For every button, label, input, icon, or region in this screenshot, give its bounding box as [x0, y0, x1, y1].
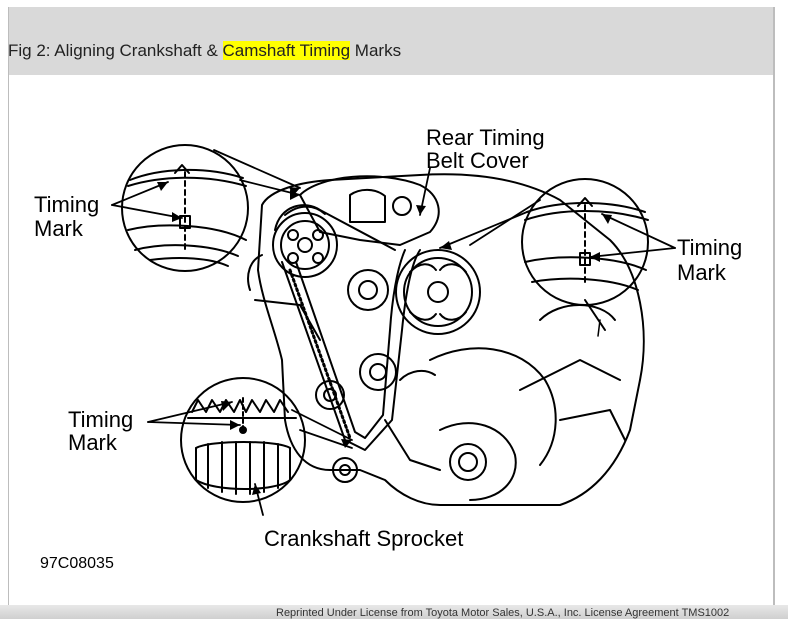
license-footer: Reprinted Under License from Toyota Moto…	[276, 607, 730, 619]
footer-bar	[0, 605, 788, 619]
timing-belt	[274, 204, 421, 451]
left-cam-detail-circle	[121, 144, 249, 272]
caption-suffix: Marks	[350, 41, 402, 60]
crank-timing-mark-label-line1: Timing	[68, 407, 133, 432]
rear-timing-belt-cover	[299, 175, 440, 246]
figure-caption: Fig 2: Aligning Crankshaft & Camshaft Ti…	[8, 41, 401, 61]
engine-block	[247, 173, 645, 506]
left-timing-mark-label-line2: Mark	[34, 216, 84, 241]
right-cam-detail-circle	[521, 178, 649, 306]
left-timing-mark-label-line1: Timing	[34, 192, 99, 217]
rear-timing-belt-cover-label-line1: Rear Timing	[426, 125, 545, 150]
caption-bar	[8, 7, 774, 75]
belt-tensioner-pulley	[315, 269, 397, 410]
leader-arrowheads	[157, 182, 612, 495]
figure-code: 97C08035	[40, 555, 114, 572]
content-border-left	[8, 7, 9, 619]
caption-prefix: Fig 2: Aligning Crankshaft &	[8, 41, 223, 60]
caption-highlight: Camshaft Timing	[222, 41, 351, 60]
right-camshaft-sprocket	[395, 249, 481, 335]
rear-timing-belt-cover-label-line2: Belt Cover	[426, 148, 529, 173]
right-timing-mark-label-line2: Mark	[677, 260, 727, 285]
engine-crank-sprocket	[332, 457, 358, 483]
crank-timing-mark-label-line2: Mark	[68, 430, 118, 455]
right-timing-mark-label-line1: Timing	[677, 235, 742, 260]
left-camshaft-sprocket	[272, 212, 338, 278]
crank-detail-circle	[180, 377, 306, 503]
leader-lines	[111, 149, 676, 516]
content-border-right	[773, 7, 775, 619]
crankshaft-sprocket-label: Crankshaft Sprocket	[264, 526, 463, 551]
